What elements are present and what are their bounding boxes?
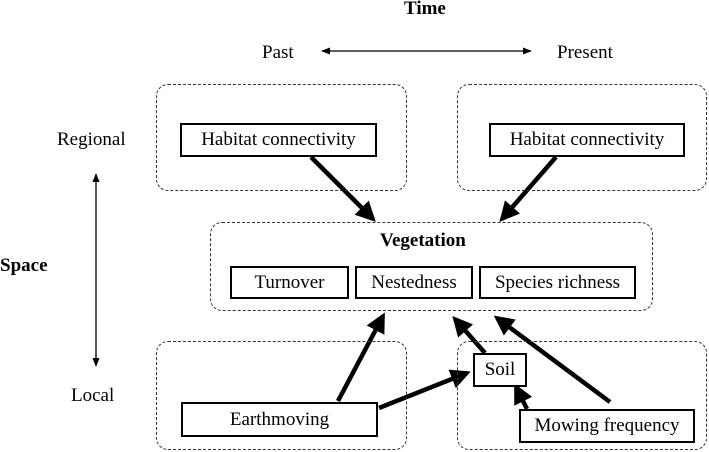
arrow-habitat-present-to-vegetation <box>499 155 558 223</box>
vegetation-title: Vegetation <box>380 230 466 251</box>
arrow-earthmoving-to-soil <box>378 369 471 411</box>
metric-species-richness: Species richness <box>479 266 636 299</box>
node-mowing-frequency: Mowing frequency <box>519 409 695 443</box>
arrow-soil-to-nestedness <box>452 316 487 355</box>
node-habitat-connectivity-past: Habitat connectivity <box>180 123 377 157</box>
metric-turnover: Turnover <box>230 266 349 299</box>
arrow-mowing-to-soil <box>513 383 533 411</box>
group-vegetation <box>210 222 653 311</box>
group-regional-past <box>156 84 407 191</box>
node-habitat-connectivity-present: Habitat connectivity <box>489 123 685 157</box>
arrow-mowing-to-species-richness <box>493 315 612 404</box>
time-title: Time <box>404 0 446 19</box>
group-local-past <box>156 341 407 450</box>
node-earthmoving: Earthmoving <box>181 402 378 437</box>
group-local-present <box>457 341 707 450</box>
arrow-earthmoving-to-nestedness <box>336 312 385 403</box>
metric-nestedness: Nestedness <box>355 266 473 299</box>
time-present-label: Present <box>557 42 613 63</box>
group-regional-present <box>457 84 707 191</box>
arrow-habitat-past-to-vegetation <box>309 155 376 222</box>
time-past-label: Past <box>262 42 294 63</box>
space-label: Space <box>0 255 48 276</box>
local-label: Local <box>71 385 115 406</box>
node-soil: Soil <box>473 353 527 387</box>
regional-label: Regional <box>57 129 126 150</box>
